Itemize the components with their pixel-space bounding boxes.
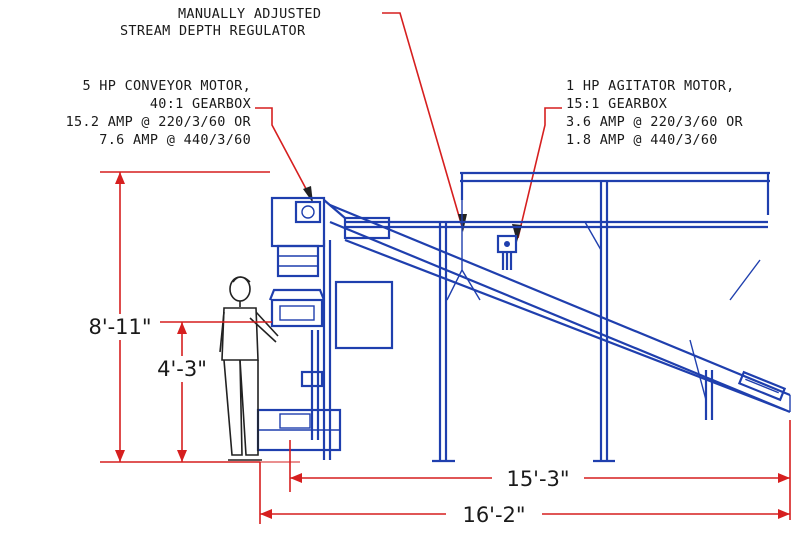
discharge-height-dimension <box>160 321 272 462</box>
agitator-motor-callout-line4: 1.8 AMP @ 440/3/60 <box>566 132 718 148</box>
agitator-motor-callout-line3: 3.6 AMP @ 220/3/60 OR <box>566 114 744 130</box>
agitator-motor-callout-line1: 1 HP AGITATOR MOTOR, <box>566 78 735 94</box>
bagging-tower <box>256 196 394 460</box>
regulator-callout-line2: STREAM DEPTH REGULATOR <box>120 23 306 39</box>
feeder-frame <box>345 171 770 463</box>
conveyor-motor-callout-line1: 5 HP CONVEYOR MOTOR, <box>82 78 251 94</box>
overall-length-label: 16'-2" <box>462 503 525 527</box>
inclined-conveyor <box>329 203 791 414</box>
agitator-motor <box>496 234 518 270</box>
conveyor-motor-callout-line3: 15.2 AMP @ 220/3/60 OR <box>66 114 252 130</box>
conveyor-motor-callout-line2: 40:1 GEARBOX <box>150 96 251 112</box>
conveyor-motor-callout-line4: 7.6 AMP @ 440/3/60 <box>99 132 251 148</box>
conveyor-motor-leader <box>255 107 313 203</box>
regulator-leader <box>382 12 467 232</box>
overall-height-label: 8'-11" <box>88 315 151 339</box>
frame-length-label: 15'-3" <box>506 467 569 491</box>
operator-figure <box>219 276 279 461</box>
regulator-callout-line1: MANUALLY ADJUSTED <box>178 6 321 22</box>
discharge-height-label: 4'-3" <box>157 357 207 381</box>
agitator-motor-callout-line2: 15:1 GEARBOX <box>566 96 667 112</box>
